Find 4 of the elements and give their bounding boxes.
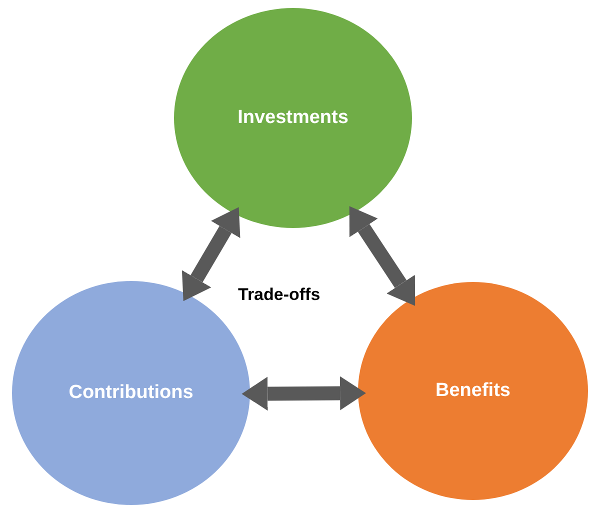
- node-label: Contributions: [68, 380, 194, 405]
- center-label: Trade-offs: [238, 284, 320, 306]
- node-label: Benefits: [436, 378, 510, 403]
- node-label: Investments: [238, 106, 348, 130]
